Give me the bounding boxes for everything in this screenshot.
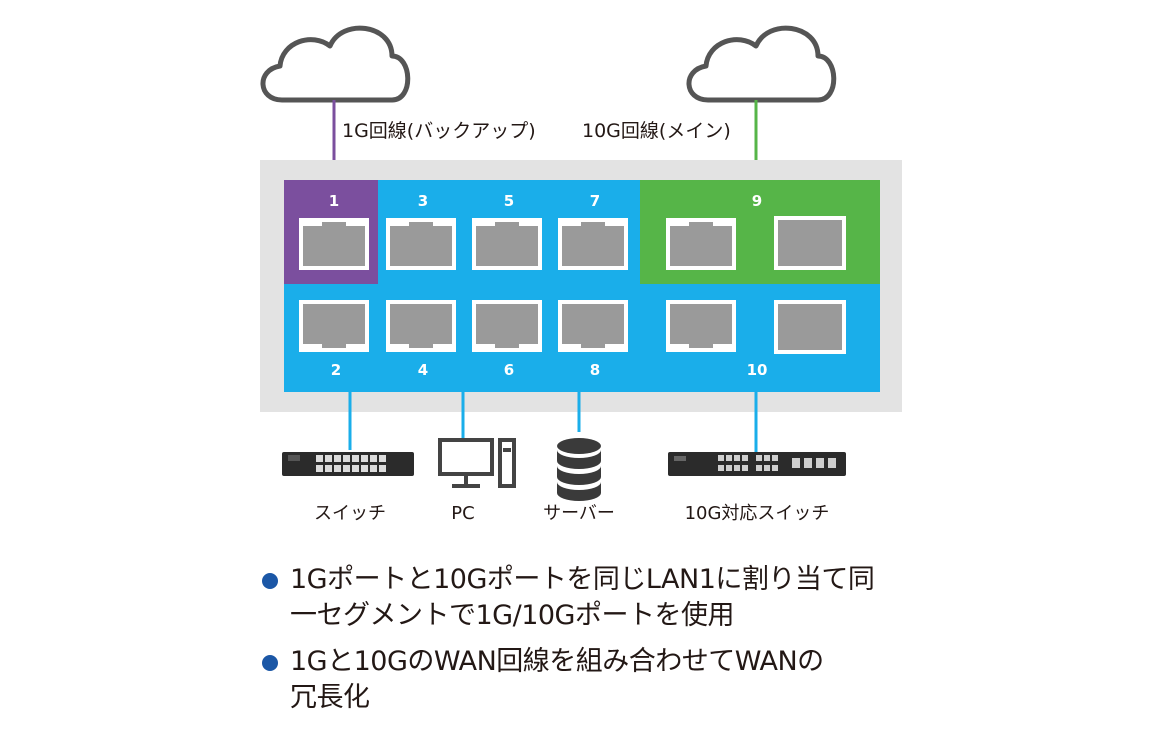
feature-item: 1Gポートと10Gポートを同じLAN1に割り当て同 一セグメントで1G/10Gポ… xyxy=(262,562,982,634)
rj45-port-icon xyxy=(386,300,456,352)
feature-list: 1Gポートと10Gポートを同じLAN1に割り当て同 一セグメントで1G/10Gポ… xyxy=(262,562,982,726)
pc-icon xyxy=(438,438,516,488)
device-label: 10G対応スイッチ xyxy=(685,503,830,524)
rj45-port-icon xyxy=(472,218,542,270)
rj45-port-icon xyxy=(666,218,736,270)
port-number: 8 xyxy=(590,361,600,379)
rj45-port-icon xyxy=(666,300,736,352)
switch-icon xyxy=(282,452,414,476)
port-number: 3 xyxy=(418,192,428,210)
port-number: 6 xyxy=(504,361,514,379)
device-label: サーバー xyxy=(543,503,615,524)
rj45-port-icon xyxy=(299,218,369,270)
sfp-port-icon xyxy=(774,216,846,270)
port-number: 2 xyxy=(331,361,341,379)
cloud-icon xyxy=(260,25,411,103)
sfp-port-icon xyxy=(774,300,846,354)
port-number: 7 xyxy=(590,192,600,210)
bullet-icon xyxy=(262,573,278,589)
rj45-port-icon xyxy=(472,300,542,352)
device-label: スイッチ xyxy=(314,503,386,524)
rj45-port-icon xyxy=(558,300,628,352)
network-diagram: 1G回線(バックアップ) 10G回線(メイン) 1 3 5 7 9 xyxy=(260,25,902,524)
port-number: 1 xyxy=(329,192,339,210)
port-number: 9 xyxy=(752,192,762,210)
uplink-label-1g: 1G回線(バックアップ) xyxy=(342,120,536,142)
cloud-icon xyxy=(686,25,837,103)
server-icon xyxy=(557,438,601,501)
port-number: 4 xyxy=(418,361,428,379)
feature-text-line: 一セグメントで1G/10Gポートを使用 xyxy=(290,600,734,631)
10g-switch-icon xyxy=(668,452,846,476)
feature-text-line: 1Gポートと10Gポートを同じLAN1に割り当て同 xyxy=(290,564,875,595)
feature-item: 1Gと10GのWAN回線を組み合わせてWANの 冗長化 xyxy=(262,644,982,716)
device-label: PC xyxy=(451,503,474,524)
feature-text-line: 冗長化 xyxy=(290,682,370,713)
rj45-port-icon xyxy=(558,218,628,270)
rj45-port-icon xyxy=(299,300,369,352)
feature-text-line: 1Gと10GのWAN回線を組み合わせてWANの xyxy=(290,646,824,677)
uplink-label-10g: 10G回線(メイン) xyxy=(582,120,731,142)
port-number: 10 xyxy=(747,361,768,379)
port-number: 5 xyxy=(504,192,514,210)
bullet-icon xyxy=(262,655,278,671)
rj45-port-icon xyxy=(386,218,456,270)
